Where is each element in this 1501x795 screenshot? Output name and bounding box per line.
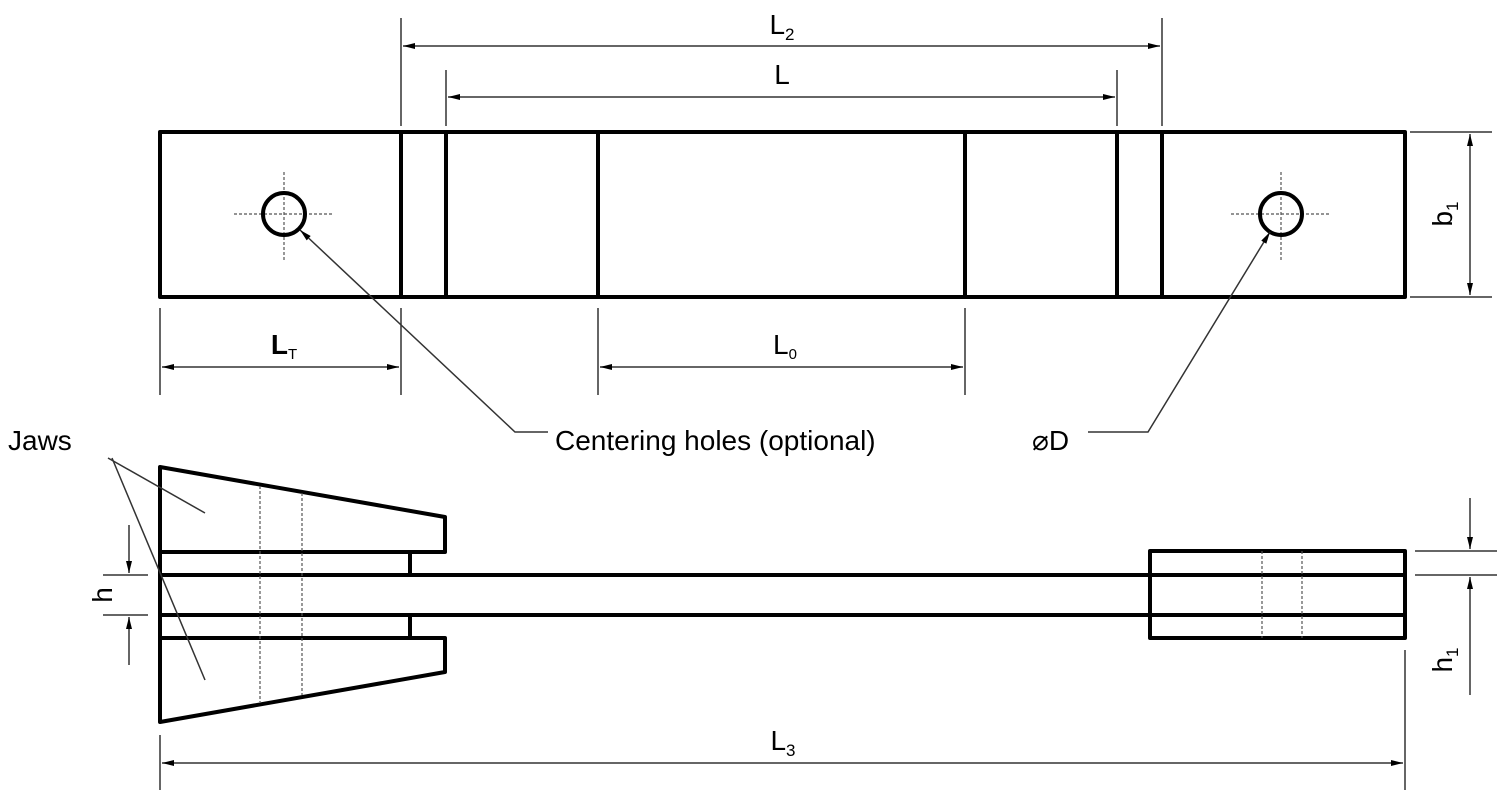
centering-hole-right bbox=[1231, 172, 1331, 262]
specimen-outline bbox=[158, 130, 1407, 299]
dimension-LT: LT bbox=[159, 308, 402, 395]
dimension-L0: L0 bbox=[597, 308, 966, 395]
side-view bbox=[158, 465, 1407, 724]
dimension-L3: L3 bbox=[159, 650, 1406, 790]
svg-text:Jaws: Jaws bbox=[8, 425, 72, 456]
svg-text:h: h bbox=[87, 587, 118, 603]
svg-text:L3: L3 bbox=[770, 725, 795, 760]
svg-text:b1: b1 bbox=[1427, 201, 1462, 226]
dimension-h1: h1 bbox=[1415, 498, 1497, 695]
centering-hole-left bbox=[234, 172, 334, 262]
dimension-L: L bbox=[445, 59, 1118, 126]
specimen-side bbox=[160, 573, 1405, 617]
svg-text:L: L bbox=[774, 59, 790, 90]
svg-text:Centering holes (optional): Centering holes (optional) bbox=[555, 425, 876, 456]
svg-text:L2: L2 bbox=[769, 9, 794, 44]
top-view bbox=[158, 130, 1407, 299]
svg-text:h1: h1 bbox=[1427, 647, 1462, 672]
section-lines bbox=[399, 132, 1164, 297]
dimension-L2: L2 bbox=[400, 9, 1163, 126]
svg-text:L0: L0 bbox=[773, 329, 797, 363]
jaws-label: Jaws bbox=[8, 425, 206, 681]
dimension-b1: b1 bbox=[1410, 131, 1492, 298]
dimension-h: h bbox=[87, 525, 148, 665]
svg-text:⌀D: ⌀D bbox=[1032, 425, 1069, 456]
leader-diameter: ⌀D bbox=[1032, 231, 1271, 456]
leader-centering-holes: Centering holes (optional) bbox=[299, 229, 876, 456]
tab-right bbox=[1148, 549, 1407, 640]
svg-text:LT: LT bbox=[271, 329, 297, 363]
